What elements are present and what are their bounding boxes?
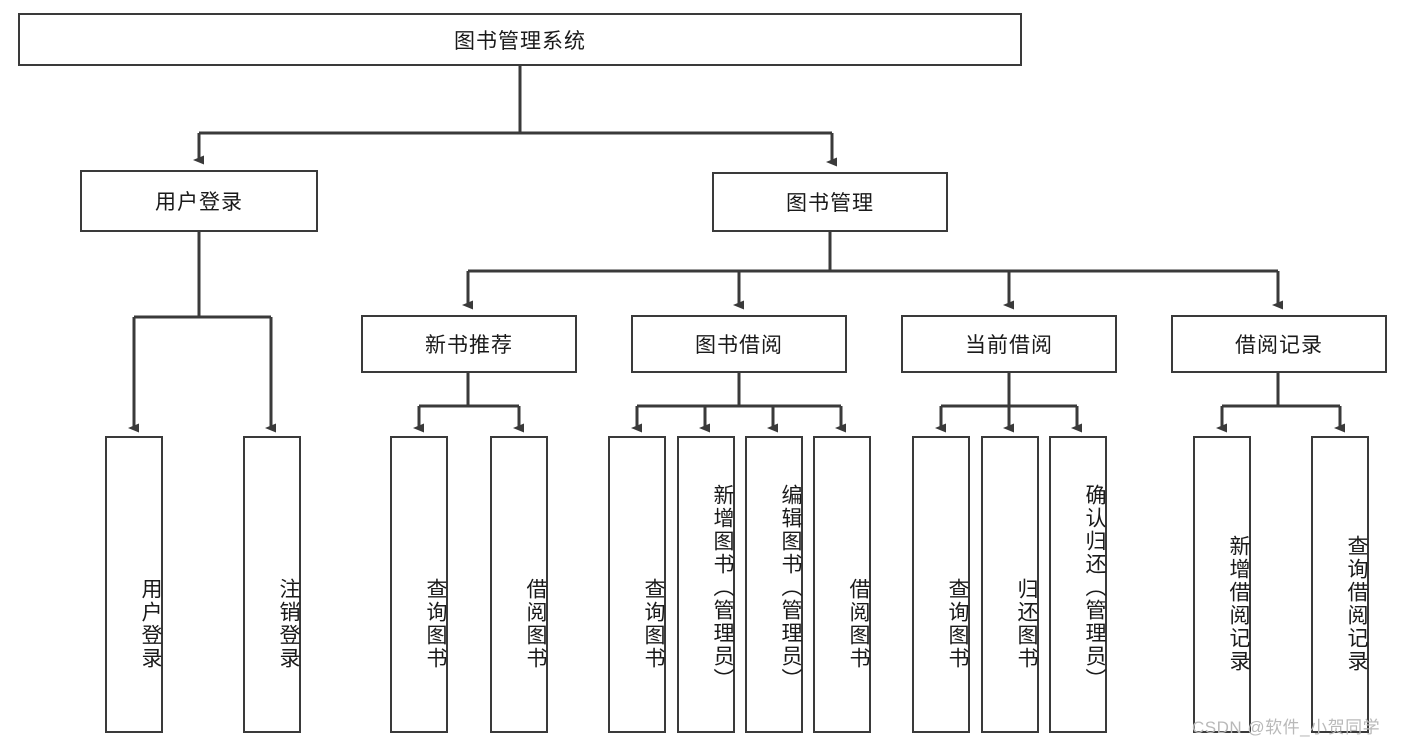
node-leaf-query-book-recommend[interactable]: 查询图书 [390,436,448,733]
node-current-borrow[interactable]: 当前借阅 [901,315,1117,373]
node-label: 查询图书 [946,577,969,670]
node-label: 新增图书（管理员） [711,484,734,691]
node-leaf-edit-book-admin[interactable]: 编辑图书（管理员） [745,436,803,733]
node-label: 借阅图书 [524,577,547,670]
node-leaf-query-book-current[interactable]: 查询图书 [912,436,970,733]
node-leaf-add-book-admin[interactable]: 新增图书（管理员） [677,436,735,733]
node-label: 查询图书 [642,577,665,670]
node-label: 注销登录 [277,577,300,670]
node-label: 查询图书 [424,577,447,670]
node-root-book-management-system[interactable]: 图书管理系统 [18,13,1022,66]
node-label: 编辑图书（管理员） [779,484,802,691]
node-label: 借阅记录 [1235,334,1323,357]
node-label: 图书管理系统 [454,29,586,53]
node-leaf-borrow-book-recommend[interactable]: 借阅图书 [490,436,548,733]
node-leaf-query-book-borrow[interactable]: 查询图书 [608,436,666,733]
node-leaf-borrow-book[interactable]: 借阅图书 [813,436,871,733]
node-label: 图书管理 [786,192,874,215]
node-label: 借阅图书 [847,577,870,670]
node-label: 确认归还（管理员） [1083,484,1106,691]
node-leaf-add-borrow-record[interactable]: 新增借阅记录 [1193,436,1251,733]
node-book-borrow[interactable]: 图书借阅 [631,315,847,373]
node-user-login[interactable]: 用户登录 [80,170,318,232]
csdn-watermark: CSDN @软件_小贺同学 [1192,718,1381,737]
node-label: 用户登录 [139,577,162,670]
node-label: 当前借阅 [965,334,1053,357]
node-leaf-query-borrow-record[interactable]: 查询借阅记录 [1311,436,1369,733]
node-label: 新书推荐 [425,334,513,357]
node-leaf-logout[interactable]: 注销登录 [243,436,301,733]
node-leaf-return-book[interactable]: 归还图书 [981,436,1039,733]
node-borrow-record[interactable]: 借阅记录 [1171,315,1387,373]
node-leaf-user-login[interactable]: 用户登录 [105,436,163,733]
node-label: 新增借阅记录 [1227,534,1250,673]
node-label: 查询借阅记录 [1345,534,1368,673]
node-new-book-recommend[interactable]: 新书推荐 [361,315,577,373]
node-book-management[interactable]: 图书管理 [712,172,948,232]
node-label: 归还图书 [1015,577,1038,670]
node-label: 图书借阅 [695,334,783,357]
node-label: 用户登录 [155,191,243,214]
node-leaf-confirm-return-admin[interactable]: 确认归还（管理员） [1049,436,1107,733]
